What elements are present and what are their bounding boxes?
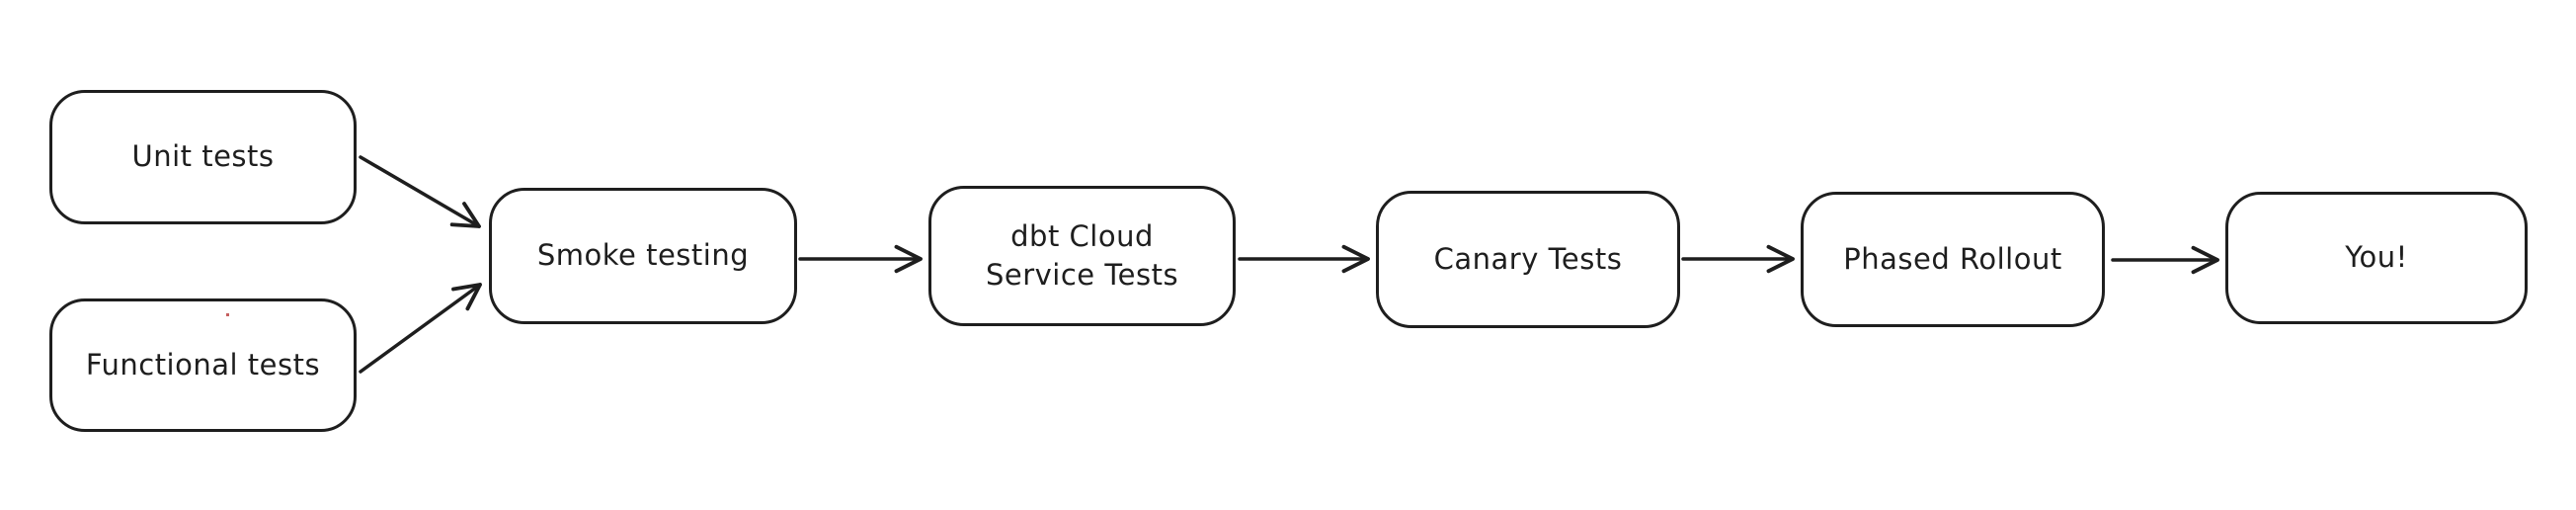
red-dot-artifact — [226, 313, 229, 316]
node-dbt-cloud-service-tests-label: dbt Cloud Service Tests — [985, 218, 1179, 292]
arrow-functional-tests-to-smoke-testing — [359, 283, 482, 374]
node-canary-tests-label: Canary Tests — [1433, 241, 1623, 276]
node-functional-tests-label: Functional tests — [85, 347, 321, 382]
node-canary-tests: Canary Tests — [1376, 191, 1680, 328]
arrow-unit-tests-to-smoke-testing — [359, 155, 481, 228]
node-you-label: You! — [2345, 240, 2408, 275]
node-dbt-cloud-service-tests: dbt Cloud Service Tests — [928, 186, 1236, 326]
node-smoke-testing: Smoke testing — [489, 188, 797, 324]
node-unit-tests: Unit tests — [49, 90, 357, 224]
node-functional-tests: Functional tests — [49, 298, 357, 432]
node-smoke-testing-label: Smoke testing — [536, 238, 750, 273]
node-phased-rollout-label: Phased Rollout — [1843, 241, 2062, 276]
node-you: You! — [2225, 192, 2528, 324]
node-phased-rollout: Phased Rollout — [1801, 192, 2105, 327]
node-unit-tests-label: Unit tests — [131, 139, 275, 174]
